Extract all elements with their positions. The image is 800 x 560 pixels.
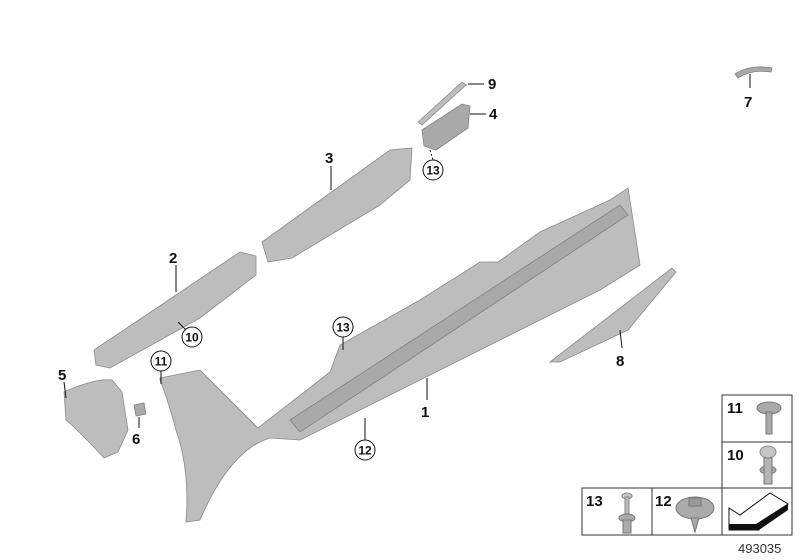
callout-6[interactable]: 6	[132, 431, 140, 448]
part-1-sill-rim	[289, 204, 629, 433]
part-4-bracket[interactable]	[421, 103, 471, 151]
legend-item-13[interactable]: 13	[581, 487, 653, 536]
svg-text:10: 10	[727, 447, 744, 464]
rivet-icon	[622, 519, 632, 534]
callout-2[interactable]: 2	[169, 250, 177, 267]
legend-item-12[interactable]: 12	[651, 487, 723, 536]
callout-7[interactable]: 7	[744, 94, 752, 111]
callout-11-circle[interactable]: 11	[150, 350, 172, 372]
svg-text:13: 13	[336, 321, 350, 335]
legend-item-10[interactable]: 10	[721, 441, 793, 489]
callout-12-circle[interactable]: 12	[354, 439, 376, 461]
callout-8[interactable]: 8	[616, 353, 624, 370]
svg-text:11: 11	[727, 400, 743, 417]
svg-text:12: 12	[358, 444, 372, 458]
part-8-trim[interactable]	[548, 267, 677, 363]
svg-text:10: 10	[185, 331, 199, 345]
part-7-trim-strip[interactable]	[734, 66, 773, 79]
callout-13-circle-sill[interactable]: 13	[332, 316, 354, 338]
svg-text:12: 12	[655, 493, 672, 510]
svg-text:11: 11	[155, 355, 168, 369]
diagram-number: 493035	[738, 541, 781, 556]
part-9-strip[interactable]	[417, 81, 467, 126]
screw-icon	[690, 517, 700, 534]
clip-icon	[763, 457, 773, 485]
bolt-icon	[765, 411, 773, 435]
callout-4[interactable]: 4	[489, 106, 498, 123]
callout-1[interactable]: 1	[421, 404, 429, 421]
part-5-trim[interactable]	[63, 379, 129, 459]
part-6-clip[interactable]	[133, 402, 147, 417]
part-3-bracket[interactable]	[261, 147, 413, 263]
svg-text:13: 13	[586, 493, 603, 510]
legend-arrow-box	[721, 487, 793, 536]
part-2-bracket[interactable]	[93, 251, 257, 369]
callout-9[interactable]: 9	[488, 76, 496, 93]
callout-3[interactable]: 3	[325, 150, 333, 167]
callout-13-circle-top[interactable]: 13	[422, 159, 444, 181]
callout-5[interactable]: 5	[58, 367, 66, 384]
legend-item-11[interactable]: 11	[721, 394, 793, 443]
callout-10-circle[interactable]: 10	[181, 326, 203, 348]
svg-text:13: 13	[426, 164, 440, 178]
